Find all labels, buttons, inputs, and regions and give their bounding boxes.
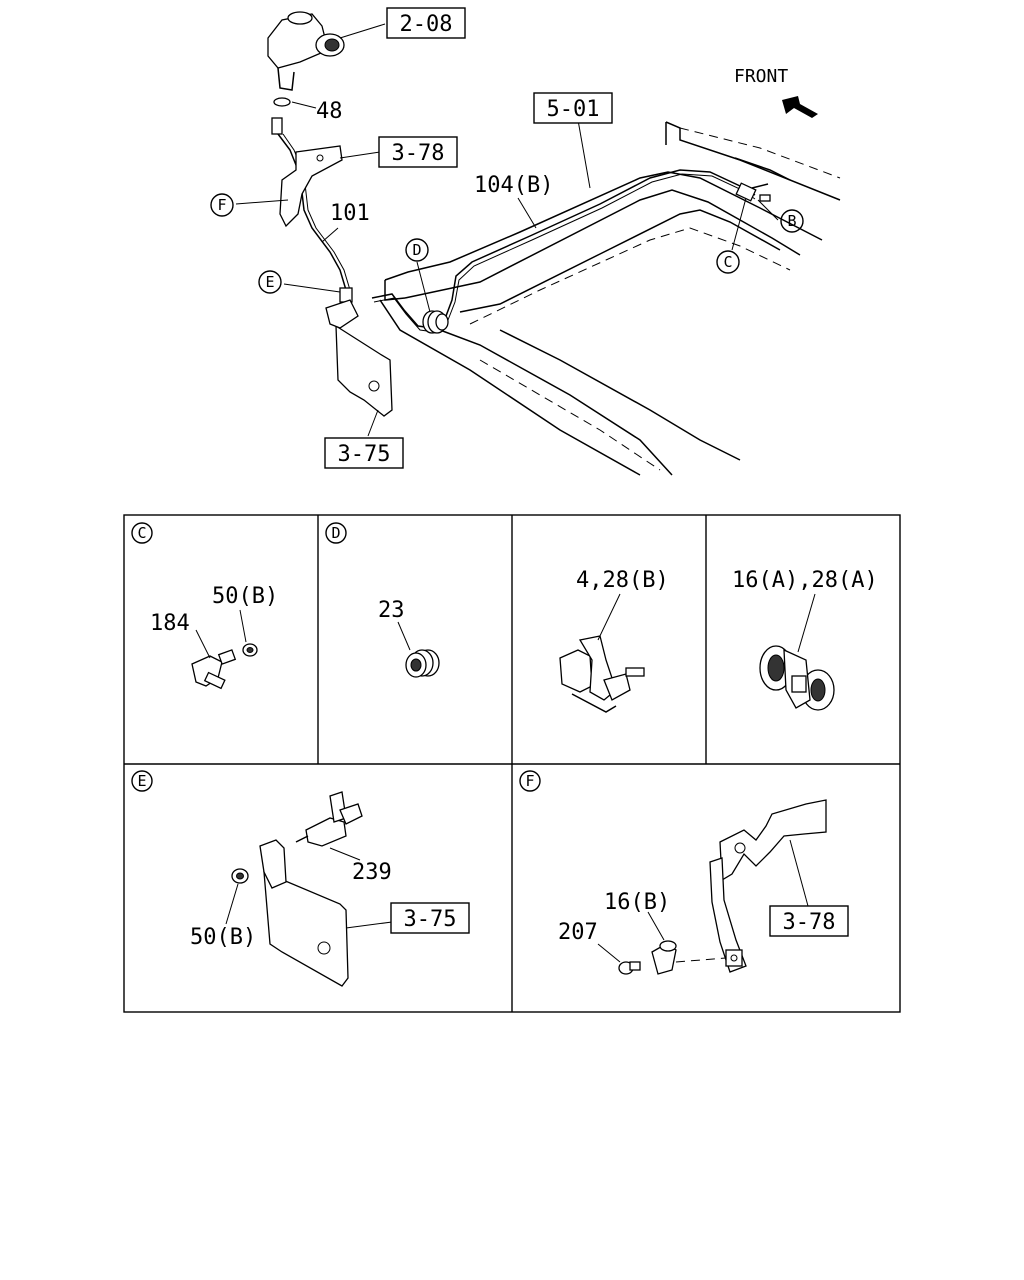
front-label: FRONT bbox=[734, 66, 788, 87]
bracket-3-75 bbox=[325, 299, 393, 417]
panel-clip-16a: 16(A),28(A) bbox=[732, 568, 878, 711]
callout-b: B bbox=[787, 212, 796, 230]
part-4-28b: 4,28(B) bbox=[576, 568, 669, 593]
panel-c: C 184 50(B) bbox=[131, 522, 278, 690]
part-16b: 16(B) bbox=[604, 890, 670, 915]
panel-c-label: C bbox=[137, 524, 146, 542]
connector-c bbox=[735, 182, 771, 202]
brake-pipe-104b bbox=[371, 169, 756, 329]
ref-3-75-top: 3-75 bbox=[338, 442, 391, 467]
clip-4 bbox=[559, 635, 645, 713]
front-arrow-icon bbox=[782, 96, 818, 118]
grommet-d bbox=[422, 310, 449, 334]
callout-e: E bbox=[265, 273, 274, 291]
part-50b-e: 50(B) bbox=[190, 925, 256, 950]
detail-grid bbox=[123, 514, 901, 1013]
part-101: 101 bbox=[330, 201, 370, 226]
callout-d: D bbox=[412, 241, 421, 259]
panel-d: D 23 bbox=[325, 522, 440, 678]
bracket-3-75-e bbox=[259, 839, 349, 987]
part-239: 239 bbox=[352, 860, 392, 885]
part-50b-c: 50(B) bbox=[212, 584, 278, 609]
panel-e: E 239 50(B) 3-75 bbox=[131, 770, 470, 987]
main-illustration: FRONT 2-08 3-78 5-01 3-75 48 101 104( bbox=[210, 7, 841, 476]
part-104b: 104(B) bbox=[474, 173, 553, 198]
union-184 bbox=[191, 649, 237, 690]
ref-3-78-top: 3-78 bbox=[392, 141, 445, 166]
part-184: 184 bbox=[150, 611, 190, 636]
panel-e-label: E bbox=[137, 772, 146, 790]
leader-lines bbox=[235, 23, 779, 437]
ref-3-78-f: 3-78 bbox=[783, 910, 836, 935]
panel-f: F 16(B) 207 3-78 bbox=[519, 770, 849, 975]
bracket-3-78-f bbox=[709, 799, 827, 973]
clip-16a bbox=[759, 645, 835, 711]
panel-d-label: D bbox=[331, 524, 340, 542]
bracket-3-78 bbox=[279, 145, 343, 228]
part-207: 207 bbox=[558, 920, 598, 945]
ref-2-08: 2-08 bbox=[400, 12, 453, 37]
clip-16b bbox=[651, 940, 727, 975]
ref-5-01: 5-01 bbox=[547, 97, 600, 122]
grommet-23 bbox=[405, 649, 440, 678]
part-16a-28a: 16(A),28(A) bbox=[732, 568, 878, 593]
nut-50b-c bbox=[242, 643, 258, 657]
reservoir bbox=[267, 11, 345, 91]
washer-48 bbox=[273, 97, 291, 107]
callout-f: F bbox=[217, 196, 226, 214]
bolt-207 bbox=[618, 961, 641, 975]
part-23: 23 bbox=[378, 598, 405, 623]
panel-clip-4: 4,28(B) bbox=[559, 568, 669, 713]
ref-3-75-e: 3-75 bbox=[404, 907, 457, 932]
panel-f-label: F bbox=[525, 772, 534, 790]
nut-50b-e bbox=[231, 868, 249, 884]
tee-239 bbox=[295, 791, 363, 847]
callout-c: C bbox=[723, 253, 732, 271]
part-48: 48 bbox=[316, 99, 343, 124]
frame-structure bbox=[379, 121, 841, 476]
